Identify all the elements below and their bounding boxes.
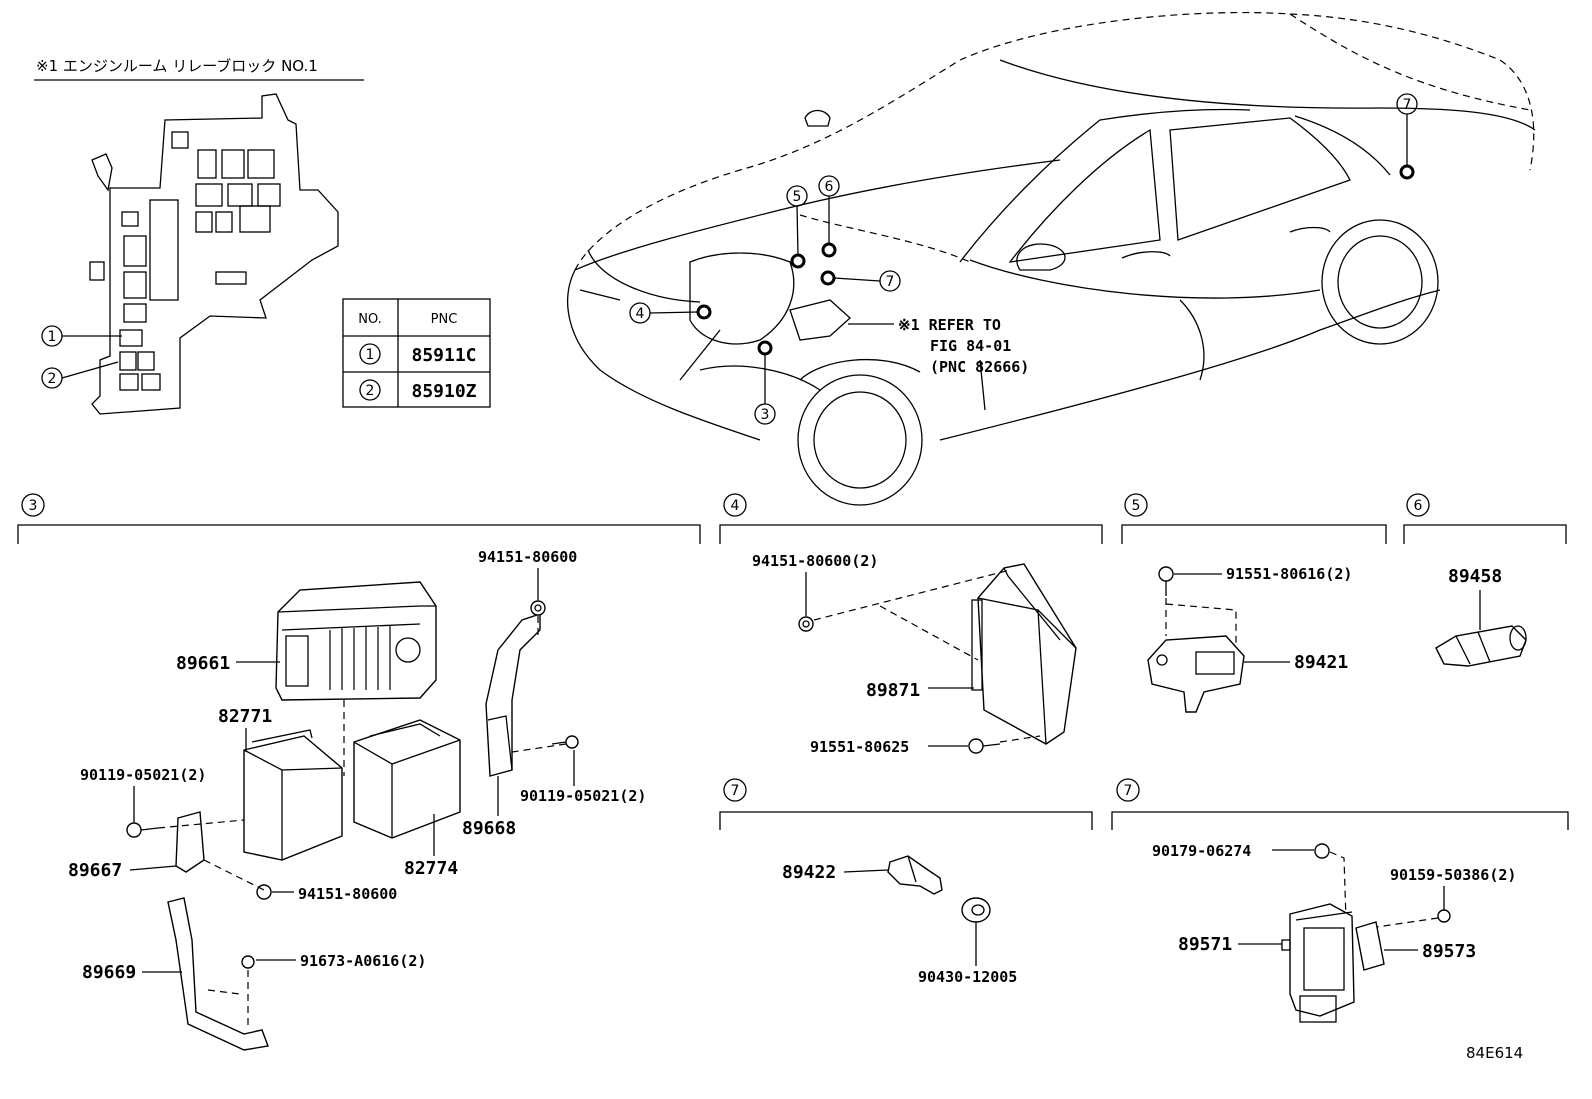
bolt-90119-right	[551, 735, 579, 749]
label-89458: 89458	[1448, 566, 1502, 587]
section-4-number: 4	[731, 498, 740, 514]
section-3-number: 3	[29, 498, 38, 514]
svg-text:5: 5	[793, 189, 802, 205]
section-4: 4 89871 94151-80600(2) 91551-80625	[719, 493, 1103, 756]
relay-fuse-grid	[119, 131, 281, 391]
section-7b: 7 90179-06274 89571 90159-50386(2) 89573	[1111, 778, 1569, 1023]
clip-90179	[1314, 843, 1330, 859]
bolt-91673	[241, 955, 255, 969]
section-5: 5 91551-80616(2) 89421	[1121, 493, 1387, 713]
bracket-89669	[167, 897, 269, 1051]
bolt-91551-s5	[1158, 566, 1174, 596]
nut-94151-top	[530, 600, 546, 616]
section-6-number: 6	[1414, 498, 1423, 514]
module-89571	[1281, 903, 1355, 1023]
svg-text:7: 7	[886, 274, 895, 290]
switch-89458	[1435, 625, 1527, 667]
label-90119-left: 90119-05021(2)	[80, 766, 206, 784]
label-94151-top: 94151-80600	[478, 548, 577, 566]
label-82771: 82771	[218, 706, 272, 727]
car-callout-3: 3	[754, 340, 776, 425]
section-6: 6 89458	[1403, 493, 1567, 667]
section-7b-number: 7	[1124, 783, 1133, 799]
pnc-row-1-no: 1	[366, 347, 375, 363]
section-3: 3 89661 82771	[17, 493, 701, 1051]
pnc-row-2-pnc: 85910Z	[411, 381, 476, 402]
svg-text:4: 4	[636, 306, 645, 322]
label-91673: 91673-A0616(2)	[300, 952, 426, 970]
label-94151-bottom: 94151-80600	[298, 885, 397, 903]
relay-block-inset: ※1 エンジンルーム リレーブロック NO.1	[34, 57, 364, 415]
label-90430: 90430-12005	[918, 968, 1017, 986]
svg-text:7: 7	[1403, 97, 1412, 113]
refer-note-line2: FIG 84-01	[930, 337, 1011, 355]
sensor-89422	[887, 855, 943, 895]
label-90159: 90159-50386(2)	[1390, 866, 1516, 884]
bracket-89667	[175, 811, 205, 873]
pnc-table: NO. PNC 1 85911C 2 85910Z	[342, 298, 491, 408]
bracket-82771	[243, 729, 343, 861]
label-89571: 89571	[1178, 934, 1232, 955]
bolt-90159	[1437, 909, 1451, 923]
car-callout-7-rear: 7	[1396, 93, 1418, 180]
section-5-number: 5	[1132, 498, 1141, 514]
car-outline	[567, 11, 1536, 506]
inset-title: ※1 エンジンルーム リレーブロック NO.1	[36, 57, 318, 75]
refer-note-line1: ※1 REFER TO	[898, 316, 1001, 334]
pnc-row-1-pnc: 85911C	[411, 345, 476, 366]
section-7a: 7 89422 90430-12005	[719, 778, 1093, 986]
label-94151-s4: 94151-80600(2)	[752, 552, 878, 570]
label-89669: 89669	[82, 962, 136, 983]
inset-callout-2: 2	[41, 361, 119, 389]
car-callout-6: 6	[818, 175, 840, 258]
bolt-90119-left	[126, 822, 159, 838]
label-89422: 89422	[782, 862, 836, 883]
label-89421: 89421	[1294, 652, 1348, 673]
svg-text:6: 6	[825, 179, 834, 195]
car-callouts: 5 6 7 4 3 7	[629, 93, 1418, 425]
pnc-table-header-no: NO.	[358, 312, 382, 327]
grommet-90430	[961, 897, 991, 923]
label-90179: 90179-06274	[1152, 842, 1251, 860]
car-callout-5: 5	[786, 185, 808, 269]
label-89661: 89661	[176, 653, 230, 674]
case-82774	[353, 719, 461, 839]
refer-note-line3: (PNC 82666)	[930, 358, 1029, 376]
label-89668: 89668	[462, 818, 516, 839]
label-82774: 82774	[404, 858, 458, 879]
bolt-91551-s4	[968, 738, 1001, 754]
section-7a-number: 7	[731, 783, 740, 799]
pnc-row-2-no: 2	[366, 383, 375, 399]
svg-text:1: 1	[48, 329, 57, 345]
car-callout-7-engine: 7	[820, 270, 901, 292]
nut-94151-s4	[798, 616, 814, 632]
bracket-89668	[485, 613, 541, 777]
label-89667: 89667	[68, 860, 122, 881]
sensor-89421	[1147, 635, 1245, 713]
label-91551-s5: 91551-80616(2)	[1226, 565, 1352, 583]
car-callout-4: 4	[629, 302, 712, 324]
ecu-89661	[275, 581, 437, 701]
label-89573: 89573	[1422, 941, 1476, 962]
bracket-89573	[1355, 921, 1385, 971]
inset-callout-1: 1	[41, 325, 122, 347]
figure-id: 84E614	[1466, 1044, 1523, 1062]
pnc-table-header-pnc: PNC	[431, 312, 458, 327]
ecu-89871	[971, 563, 1077, 745]
label-91551-s4: 91551-80625	[810, 738, 909, 756]
svg-text:3: 3	[761, 407, 770, 423]
label-90119-right: 90119-05021(2)	[520, 787, 646, 805]
label-89871: 89871	[866, 680, 920, 701]
svg-text:2: 2	[48, 371, 57, 387]
